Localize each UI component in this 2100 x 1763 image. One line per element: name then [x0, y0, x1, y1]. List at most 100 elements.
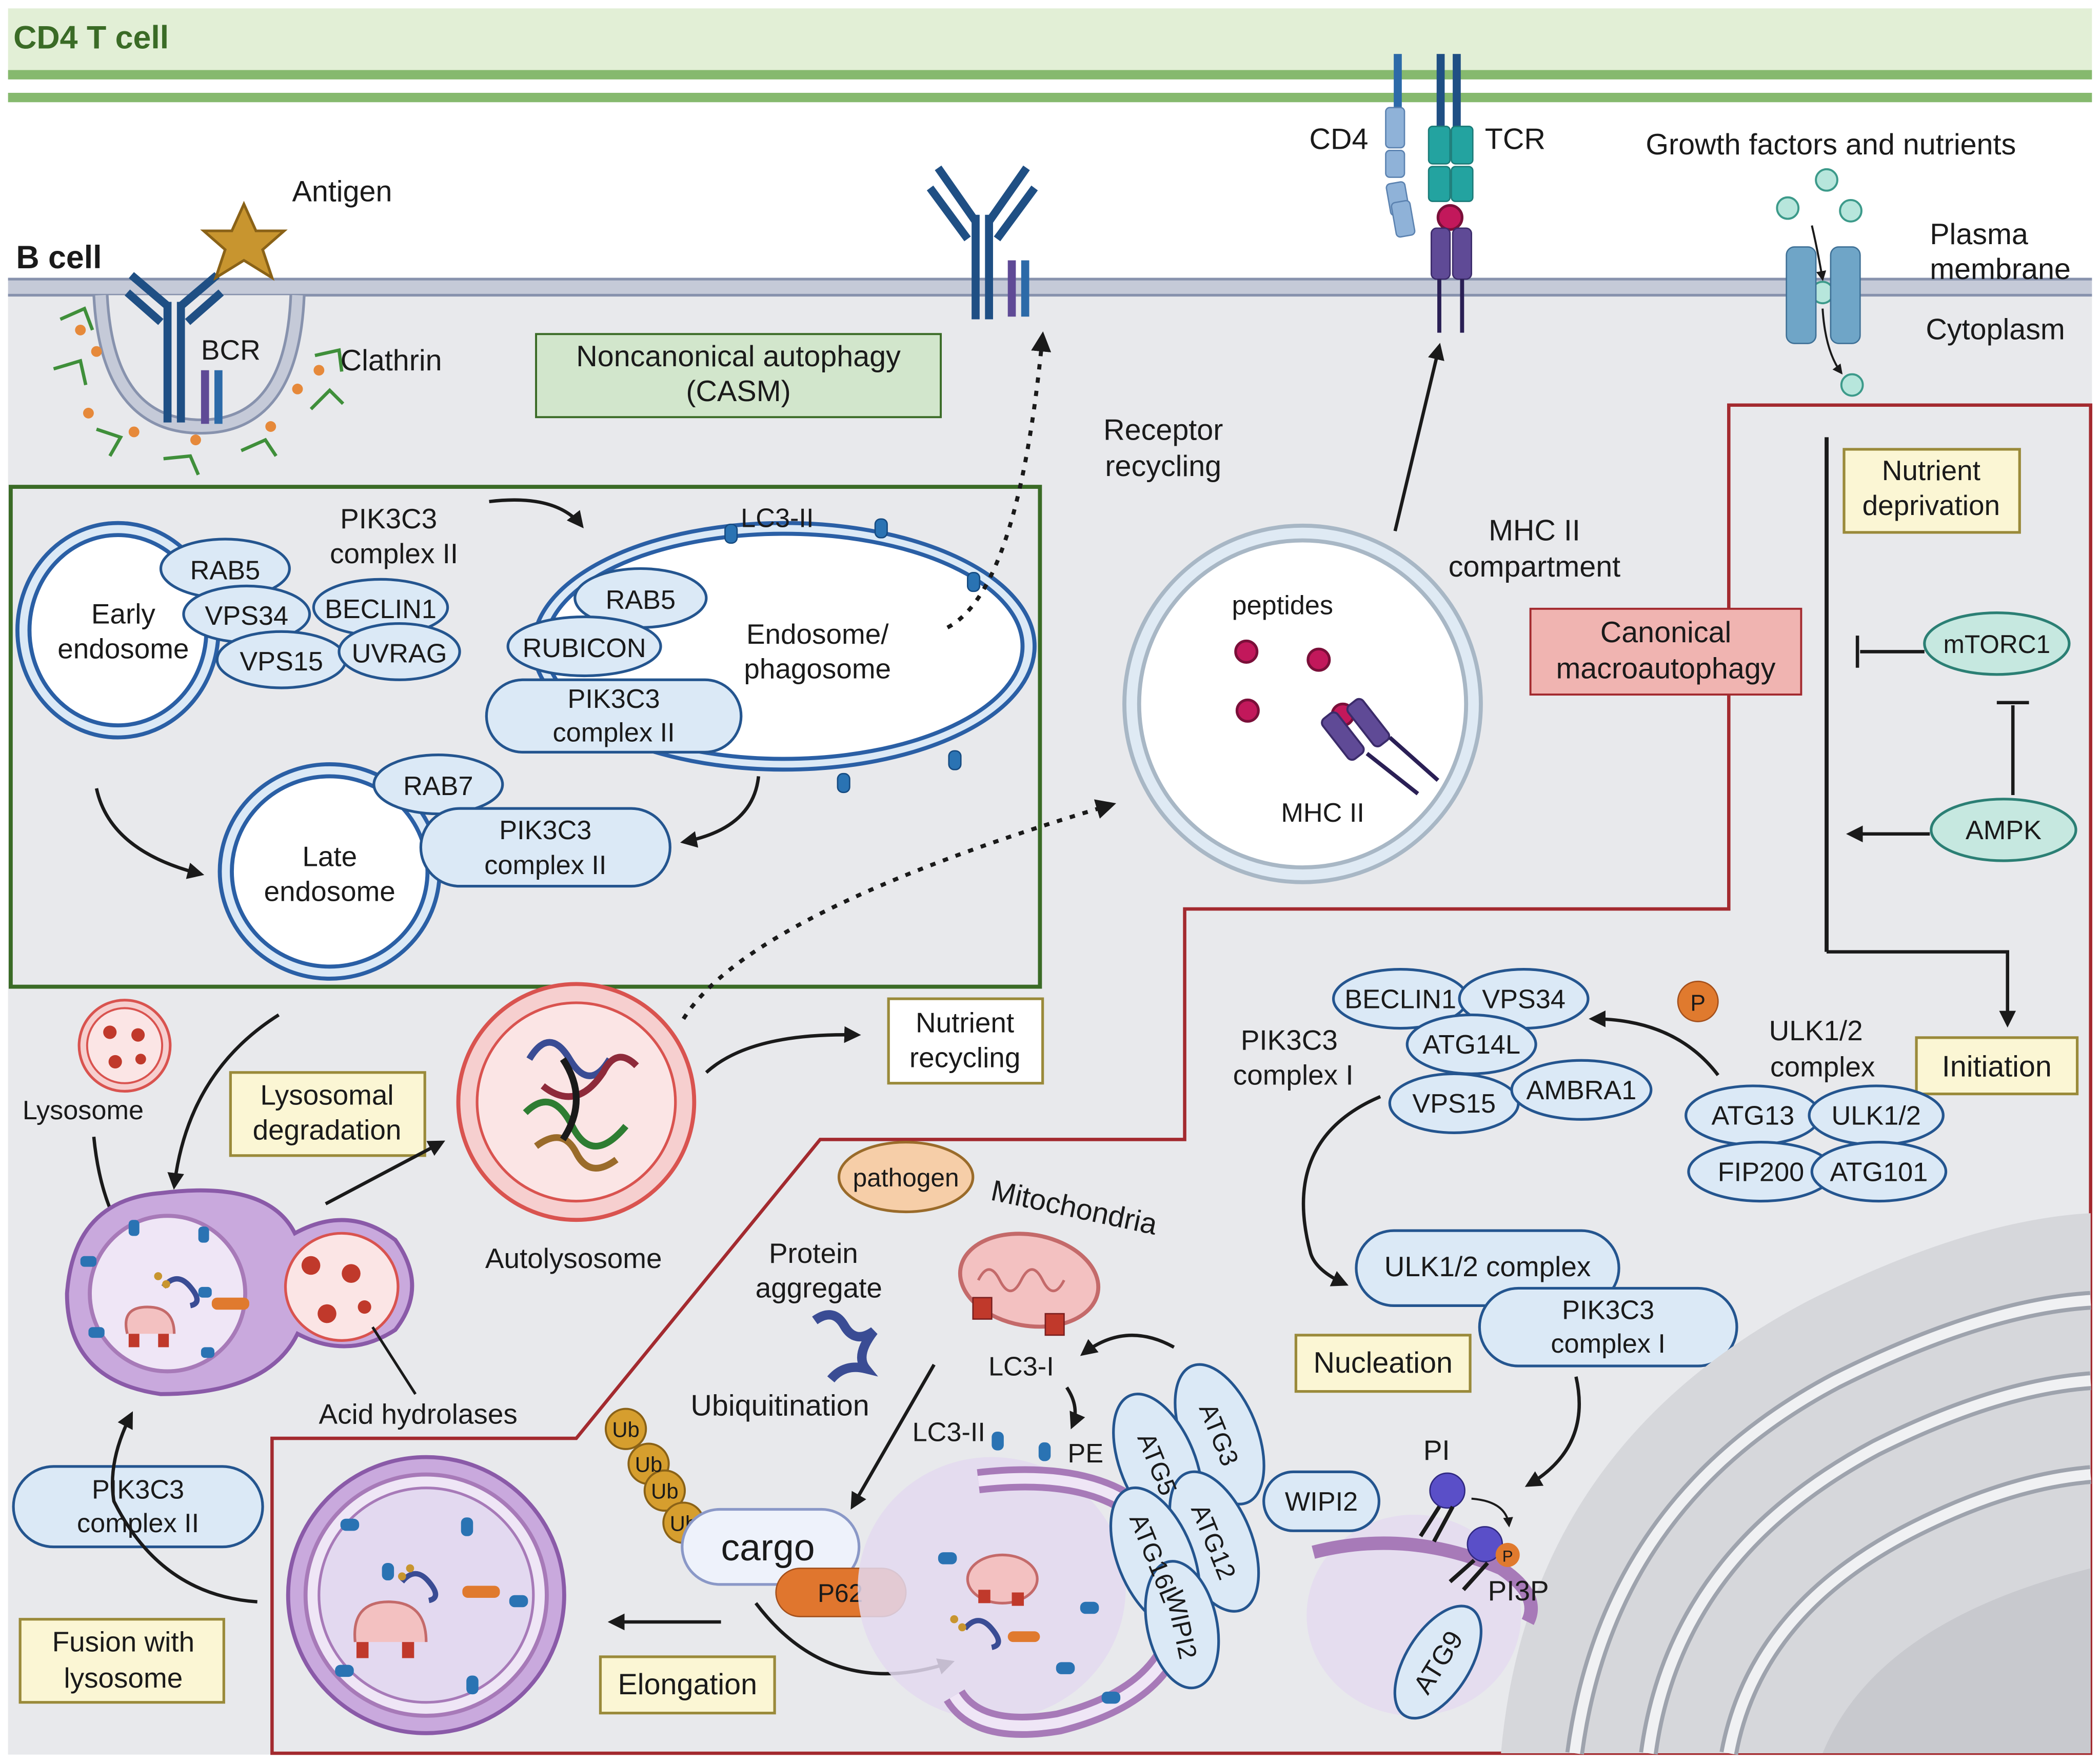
- diagram-label: ATG14L: [1422, 1030, 1520, 1060]
- bcr-receptor: [125, 272, 224, 423]
- diagram-label: VPS34: [1482, 984, 1566, 1014]
- diagram-label: Clathrin: [341, 344, 442, 377]
- diagram-label: Canonical: [1600, 616, 1732, 649]
- mhc-ii-surface: [1430, 227, 1472, 333]
- diagram-label: Ub: [612, 1417, 639, 1441]
- casm-region-border: [8, 485, 1042, 989]
- diagram-label: Plasma: [1930, 218, 2028, 251]
- diagram-label: ATG101: [1830, 1157, 1928, 1187]
- diagram-label: PI3P: [1488, 1575, 1549, 1607]
- diagram-label: BECLIN1: [1344, 984, 1456, 1014]
- diagram-label: ULK1/2 complex: [1384, 1251, 1591, 1282]
- diagram-label: PIK3C3: [1241, 1024, 1338, 1056]
- lysosome: [77, 999, 172, 1093]
- diagram-label: PIK3C3: [340, 503, 437, 534]
- diagram-label: RUBICON: [523, 633, 646, 663]
- diagram-label: PIK3C3: [1562, 1296, 1654, 1325]
- diagram-label: LC3-II: [741, 503, 814, 533]
- ubiquitin-chain: [604, 1408, 705, 1544]
- autophagosome: [286, 1455, 566, 1735]
- diagram-label: Nutrient: [916, 1006, 1014, 1038]
- diagram-label: PE: [1067, 1439, 1103, 1469]
- nutrient-recycling-box: [887, 997, 1044, 1085]
- fusing-autolysosome: [65, 1188, 414, 1396]
- diagram-label: membrane: [1930, 253, 2071, 286]
- diagram-label: complex I: [1233, 1059, 1354, 1091]
- diagram-label: complex: [1770, 1051, 1875, 1083]
- diagram-label: P: [1690, 991, 1706, 1016]
- diagram-label: ULK1/2: [1769, 1015, 1863, 1046]
- mhc-ii-molecule: [1321, 698, 1391, 761]
- diagram-label: Acid hydrolases: [319, 1398, 518, 1430]
- diagram-label: P: [1502, 1547, 1513, 1565]
- protein-aggregate: [812, 1310, 878, 1383]
- autolysosome: [456, 982, 697, 1222]
- diagram-label: aggregate: [756, 1272, 882, 1304]
- diagram-label: FIP200: [1718, 1157, 1804, 1187]
- diagram-label: Ub: [651, 1479, 678, 1503]
- diagram-label: MHC II: [1489, 514, 1580, 547]
- b-cell-membrane: [8, 278, 2092, 297]
- mitochondria: [958, 1232, 1101, 1336]
- early-endosome-proteins: [159, 538, 461, 689]
- diagram-label: peptides: [1232, 590, 1334, 620]
- casm-title-box: [535, 333, 942, 419]
- diagram-label: MHC II: [1281, 798, 1364, 828]
- diagram-label: complex I: [1551, 1329, 1666, 1359]
- diagram-label: mTORC1: [1944, 630, 2051, 659]
- diagram-label: PI: [1423, 1434, 1450, 1466]
- diagram-label: Autolysosome: [485, 1242, 662, 1274]
- diagram-label: Fusion with: [52, 1626, 194, 1657]
- diagram-label: complex II: [484, 850, 606, 880]
- diagram-label: TCR: [1485, 123, 1546, 156]
- diagram-label: LC3-I: [988, 1352, 1054, 1381]
- fusion-box: [18, 1618, 225, 1704]
- clathrin-coat: [53, 306, 345, 476]
- diagram-label: Ub: [635, 1452, 662, 1476]
- nutrient-particles: [1776, 168, 1864, 397]
- diagram-label: P62: [818, 1579, 863, 1608]
- diagram-label: lysosome: [64, 1662, 183, 1694]
- diagram-label: complex II: [77, 1509, 199, 1538]
- diagram-label: endosome: [264, 875, 395, 907]
- diagram-label: degradation: [253, 1114, 402, 1145]
- diagram-label: Lysosomal: [260, 1079, 393, 1111]
- diagram-label: AMBRA1: [1526, 1076, 1636, 1105]
- diagram-label: recycling: [1105, 450, 1221, 483]
- mhc-ii-compartment: [1122, 523, 1483, 884]
- diagram-label: Elongation: [618, 1668, 757, 1701]
- diagram-label: PIK3C3: [568, 684, 660, 714]
- cd4-coreceptor: [1385, 54, 1416, 238]
- diagram-label: Receptor: [1103, 414, 1223, 447]
- diagram-label: VPS15: [1412, 1089, 1496, 1119]
- diagram-label: VPS34: [205, 601, 288, 631]
- diagram-label: PIK3C3: [499, 816, 591, 845]
- phosphate-icon: [1677, 980, 1719, 1022]
- diagram-label: PIK3C3: [92, 1475, 184, 1505]
- diagram-label: AMPK: [1966, 816, 2042, 845]
- late-endosome: [217, 762, 442, 981]
- diagram-label: BECLIN1: [325, 595, 437, 624]
- diagram-label: cargo: [721, 1527, 815, 1569]
- diagram-label: Nucleation: [1313, 1346, 1453, 1379]
- diagram-label: VPS15: [240, 647, 323, 677]
- diagram-label: macroautophagy: [1556, 652, 1775, 685]
- diagram-label: compartment: [1449, 550, 1620, 583]
- elongating-cargo: [950, 1553, 1040, 1650]
- nucleus-er: [1501, 1213, 2092, 1755]
- diagram-label: endosome: [57, 632, 189, 664]
- canonical-title-box: [1529, 607, 1802, 696]
- diagram-label: (CASM): [686, 375, 790, 408]
- diagram-label: Endosome/: [746, 618, 889, 650]
- diagram-label: WIPI2: [1285, 1487, 1358, 1517]
- diagram-label: complex II: [553, 718, 675, 747]
- pi-lipid: [1429, 1472, 1465, 1509]
- diagram-label: phagosome: [744, 653, 891, 685]
- lysosomal-degradation-box: [229, 1071, 426, 1157]
- diagram-label: complex II: [330, 538, 458, 569]
- diagram-label: Noncanonical autophagy: [576, 340, 901, 373]
- t-cell-label: CD4 T cell: [13, 20, 169, 56]
- diagram-label: deprivation: [1863, 489, 2000, 521]
- diagram-label: Cytoplasm: [1926, 313, 2065, 346]
